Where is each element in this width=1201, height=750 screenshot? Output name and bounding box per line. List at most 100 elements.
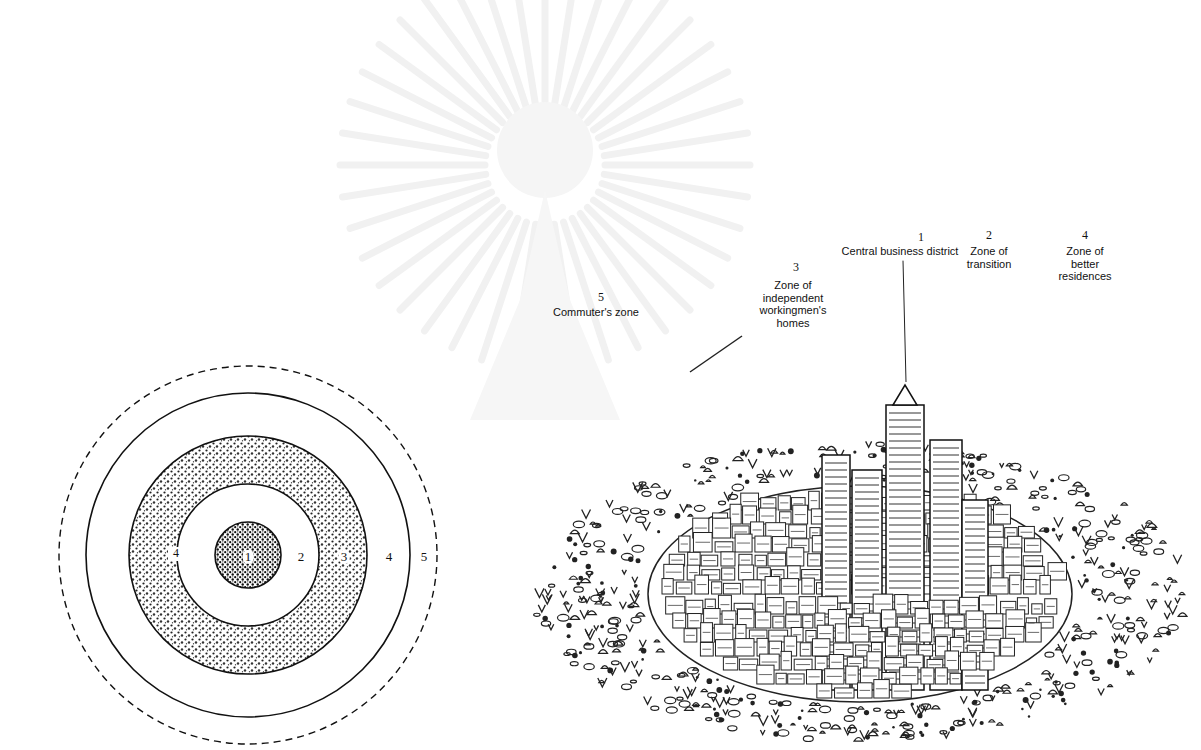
tree-house-mark: [788, 448, 794, 454]
bush-mark: [853, 450, 856, 453]
tree-house-mark: [641, 648, 647, 654]
leader-line: [690, 336, 742, 372]
window-row: [965, 571, 985, 572]
bush-mark: [567, 634, 571, 638]
tree-house-mark: [732, 484, 744, 491]
tree-house-mark: [632, 545, 644, 552]
tree-house-mark: [687, 687, 696, 696]
window-row: [904, 636, 915, 637]
tree-mark: [831, 725, 841, 729]
tree-house-mark: [572, 557, 577, 562]
window-row: [1019, 605, 1026, 606]
bush-mark: [1114, 661, 1119, 666]
tree-house-mark: [892, 726, 894, 728]
window-row: [933, 574, 959, 575]
house-mark: [982, 472, 993, 479]
window-row: [862, 675, 877, 676]
window-row: [825, 589, 847, 590]
tree-house-mark: [966, 454, 974, 458]
tree-mark: [1056, 647, 1062, 649]
window-row: [757, 544, 769, 545]
tree-house-mark: [787, 470, 793, 476]
tree-mark: [1142, 524, 1147, 529]
house: [722, 568, 735, 580]
window-row: [723, 558, 733, 559]
house: [815, 656, 827, 670]
window-row: [825, 554, 847, 555]
tree-mark: [1121, 503, 1127, 506]
bush-mark: [713, 708, 716, 711]
callout-number: 2: [974, 229, 1004, 243]
window-row: [962, 661, 974, 662]
window-row: [917, 618, 927, 619]
tree-house-mark: [582, 510, 591, 519]
house-mark: [1108, 537, 1114, 540]
tree-house-mark: [724, 689, 729, 694]
tree-mark: [586, 630, 595, 639]
callout-number: 4: [168, 547, 184, 561]
tree-house-mark: [593, 523, 601, 527]
watermark-ray: [542, 0, 549, 105]
tree-house-mark: [757, 448, 762, 453]
tree-house-mark: [698, 482, 703, 484]
tree-house-mark: [570, 530, 579, 534]
window-row: [737, 647, 752, 648]
tree-mark: [680, 504, 688, 512]
window-row: [817, 663, 825, 664]
house: [684, 629, 697, 642]
house-mark: [1158, 627, 1169, 633]
window-row: [703, 632, 711, 633]
tree-mark: [1072, 635, 1080, 638]
tree-mark: [1178, 613, 1187, 617]
window-row: [837, 632, 844, 633]
tree-house-mark: [715, 698, 724, 707]
window-row: [933, 553, 959, 554]
house-mark: [683, 464, 690, 467]
tree-house-mark: [683, 464, 690, 467]
tree-mark: [724, 492, 733, 501]
tree-mark: [849, 725, 856, 728]
house: [735, 534, 752, 552]
tree-mark: [1147, 599, 1157, 609]
tree-house-mark: [1087, 539, 1098, 545]
tree-house-mark: [675, 686, 680, 691]
window-row: [830, 618, 844, 619]
zone-circle: 4321: [85, 392, 411, 718]
tree-house-mark: [693, 703, 700, 706]
bush-mark: [1058, 691, 1063, 696]
window-row: [1034, 608, 1040, 609]
window-row: [923, 675, 932, 676]
tree-mark: [1165, 601, 1172, 608]
tree-house-mark: [1160, 541, 1166, 543]
house: [808, 554, 821, 566]
bush-mark: [1090, 669, 1095, 674]
tree-house-mark: [1063, 655, 1071, 663]
window-row: [762, 662, 778, 663]
house-mark: [728, 710, 740, 717]
house: [688, 614, 701, 628]
tree-house-mark: [642, 522, 650, 530]
house: [932, 614, 944, 628]
tree-mark: [535, 588, 544, 597]
bush-mark: [572, 557, 577, 562]
house: [1045, 599, 1057, 614]
window-row: [849, 663, 861, 664]
tree-house-mark: [701, 689, 707, 691]
tree-house-mark: [1076, 487, 1085, 492]
tree-house-mark: [1147, 523, 1157, 527]
tree-house-mark: [808, 727, 816, 730]
tree-mark: [613, 649, 621, 652]
window-row: [933, 476, 959, 477]
house: [892, 684, 911, 698]
window-row: [876, 688, 887, 689]
tree-house-mark: [724, 492, 733, 501]
house-mark: [612, 661, 620, 665]
tree-house-mark: [576, 582, 580, 586]
house: [755, 536, 771, 552]
tree-house-mark: [1039, 487, 1046, 490]
tree-house-mark: [626, 625, 633, 632]
zone-circle: 54321: [58, 365, 438, 745]
window-row: [889, 413, 921, 414]
tree-house-mark: [642, 491, 651, 496]
house: [739, 565, 754, 580]
